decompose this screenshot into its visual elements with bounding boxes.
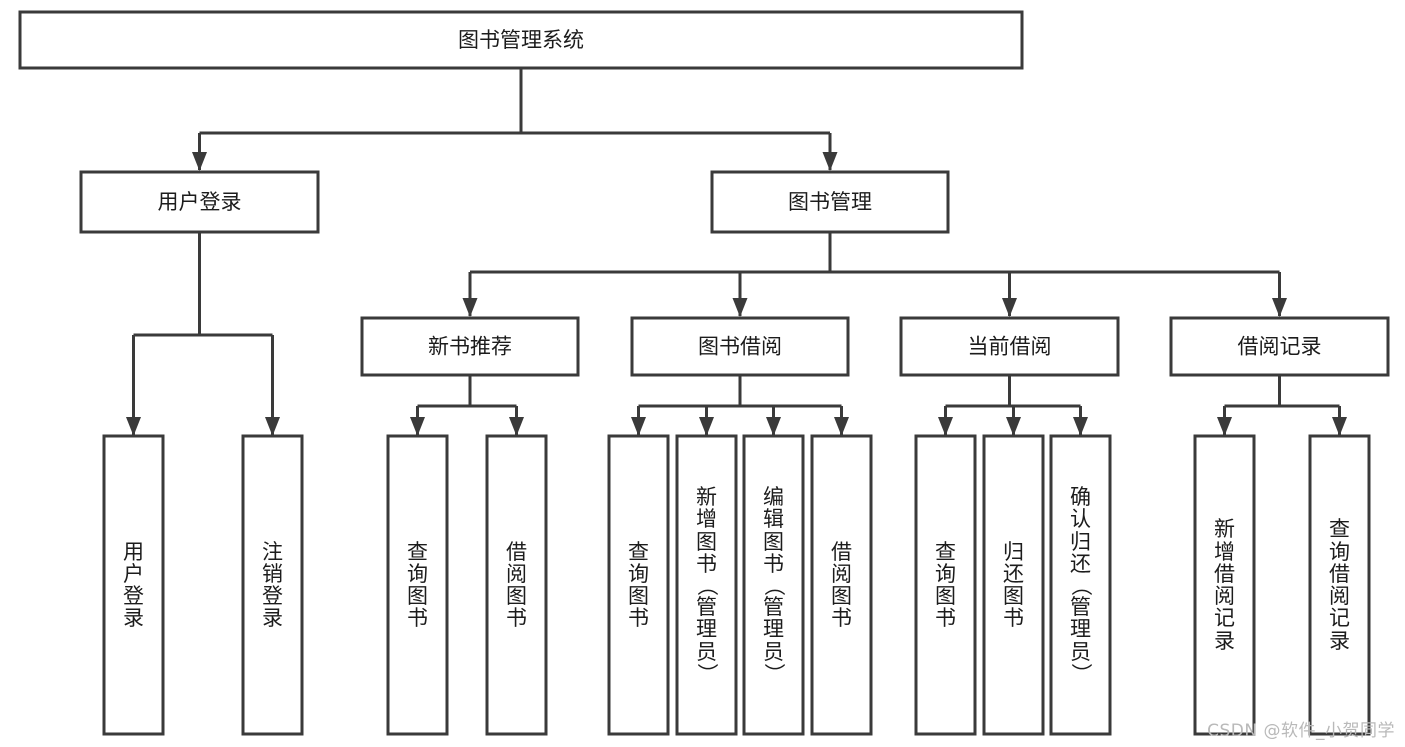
arrow-head-icon xyxy=(732,298,748,317)
node-leaf-return-book[interactable] xyxy=(982,434,1045,736)
node-leaf-query-borrow-record[interactable] xyxy=(1308,434,1371,736)
arrow-head-icon xyxy=(1217,417,1232,436)
arrow-head-icon xyxy=(410,417,425,436)
connector-lines xyxy=(126,68,1347,436)
arrow-head-icon xyxy=(1332,417,1347,436)
node-root-title[interactable] xyxy=(18,10,1024,70)
node-leaf-query-book-3[interactable] xyxy=(914,434,977,736)
arrow-head-icon xyxy=(766,417,781,436)
node-leaf-logout-login[interactable] xyxy=(241,434,304,736)
node-new-book-recommend-label: 新书推荐 xyxy=(428,335,512,359)
node-leaf-borrow-book-2[interactable] xyxy=(810,434,873,736)
node-boxes xyxy=(18,10,1390,736)
node-book-borrow-label: 图书借阅 xyxy=(698,335,782,359)
arrow-head-icon xyxy=(1002,298,1017,317)
node-leaf-edit-book-admin[interactable] xyxy=(742,434,805,736)
node-borrow-record-label: 借阅记录 xyxy=(1238,335,1322,359)
node-leaf-query-book-2[interactable] xyxy=(607,434,670,736)
node-leaf-add-book-admin[interactable] xyxy=(675,434,738,736)
node-user-login[interactable] xyxy=(79,170,320,234)
node-borrow-record[interactable] xyxy=(1169,316,1390,377)
node-book-management-label: 图书管理 xyxy=(788,190,872,214)
node-current-borrow-label: 当前借阅 xyxy=(968,335,1052,359)
arrow-head-icon xyxy=(509,417,524,436)
node-book-management[interactable] xyxy=(710,170,950,234)
arrow-head-icon xyxy=(265,417,280,436)
arrow-head-icon xyxy=(834,417,849,436)
arrow-head-icon xyxy=(1272,298,1287,317)
node-leaf-user-login[interactable] xyxy=(102,434,165,736)
node-leaf-borrow-book-1[interactable] xyxy=(485,434,548,736)
node-current-borrow[interactable] xyxy=(899,316,1120,377)
arrow-head-icon xyxy=(1006,417,1021,436)
node-leaf-confirm-return-admin[interactable] xyxy=(1049,434,1112,736)
arrow-head-icon xyxy=(822,152,838,171)
arrow-head-icon xyxy=(699,417,714,436)
node-leaf-query-book-1[interactable] xyxy=(386,434,449,736)
arrow-head-icon xyxy=(631,417,646,436)
node-root-title-label: 图书管理系统 xyxy=(458,28,584,52)
arrow-head-icon xyxy=(192,152,207,171)
arrow-head-icon xyxy=(126,417,141,436)
node-new-book-recommend[interactable] xyxy=(360,316,580,377)
node-user-login-label: 用户登录 xyxy=(158,190,242,214)
arrow-head-icon xyxy=(1073,417,1088,436)
node-book-borrow[interactable] xyxy=(630,316,850,377)
csdn-watermark: CSDN @软件_小贺同学 xyxy=(1207,721,1395,741)
node-leaf-add-borrow-record[interactable] xyxy=(1193,434,1256,736)
arrow-head-icon xyxy=(938,417,953,436)
arrow-head-icon xyxy=(462,298,478,317)
